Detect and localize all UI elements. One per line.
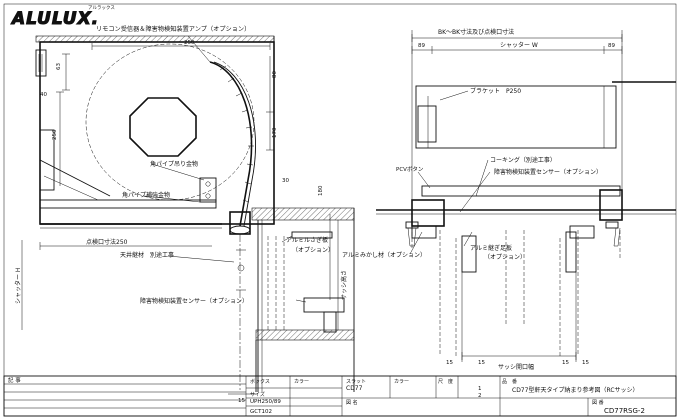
remark-header: 記 事 <box>8 376 21 384</box>
drawing-name-header: 図 名 <box>346 399 358 406</box>
svg-text:30: 30 <box>282 178 289 184</box>
svg-text:（オプション）: （オプション） <box>292 247 334 254</box>
octagon-shaft <box>129 97 197 157</box>
alulux-logo: ALULUX. アルラックス <box>9 5 115 30</box>
svg-text:63: 63 <box>56 63 62 70</box>
drum-box <box>415 85 617 149</box>
wall-header <box>251 207 355 221</box>
slat-header: スラット <box>346 379 366 385</box>
svg-text:アルミルさぎ板: アルミルさぎ板 <box>286 236 328 244</box>
svg-text:アルラックス: アルラックス <box>88 5 115 11</box>
svg-text:180: 180 <box>318 185 324 196</box>
slat-value: CD77 <box>346 385 363 392</box>
svg-text:シャッター H: シャッター H <box>14 268 22 304</box>
amplifier-box <box>35 49 47 77</box>
svg-text:PCVボタン: PCVボタン <box>396 165 424 173</box>
title-block: 記 事 ボックス カラー スラット カラー 尺 度 サイズ CD77 UPH25… <box>3 375 677 417</box>
color-header-2: カラー <box>394 379 409 385</box>
scale-2: 2 <box>478 393 482 399</box>
svg-text:アルミみかし材（オプション）: アルミみかし材（オプション） <box>342 251 426 259</box>
left-section-view: リモコン受信器＆障害物検知装置アンプ（オプション） 250 63 250 40 … <box>14 25 355 404</box>
svg-text:点検口寸法250: 点検口寸法250 <box>86 238 128 246</box>
drawing-number: CD77RSG-2 <box>604 407 645 415</box>
svg-text:15: 15 <box>446 360 453 366</box>
svg-text:アルミ継ぎ足板: アルミ継ぎ足板 <box>470 244 512 252</box>
svg-text:170: 170 <box>272 127 278 138</box>
sill <box>255 329 355 341</box>
scale-1: 1 <box>478 386 482 392</box>
box-header: ボックス <box>250 378 270 385</box>
svg-text:（オプション）: （オプション） <box>484 254 526 261</box>
svg-text:角パイプ吊り金物: 角パイプ吊り金物 <box>150 160 198 168</box>
svg-text:250: 250 <box>52 129 58 140</box>
svg-text:15: 15 <box>582 360 589 366</box>
drawing-name: CD77型軒天タイプ納まり参考図（RCサッシ） <box>512 386 639 394</box>
svg-text:天井継材 別途工事: 天井継材 別途工事 <box>120 251 174 259</box>
svg-text:ALULUX.: ALULUX. <box>10 9 99 29</box>
svg-text:15: 15 <box>562 360 569 366</box>
svg-text:シャッター W: シャッター W <box>500 41 538 49</box>
svg-text:40: 40 <box>40 92 47 98</box>
svg-text:89: 89 <box>608 43 615 49</box>
svg-text:80: 80 <box>272 71 278 78</box>
svg-text:障害物検知装置センサー（オプション）: 障害物検知装置センサー（オプション） <box>494 168 602 176</box>
svg-text:BK～BK寸法及び点検口寸法: BK～BK寸法及び点検口寸法 <box>438 28 514 36</box>
ceiling-slab <box>35 35 275 43</box>
size-header: サイズ <box>250 391 265 398</box>
color-header-1: カラー <box>294 379 309 385</box>
pipe-bracket <box>199 177 217 203</box>
svg-text:15: 15 <box>478 360 485 366</box>
scale-header: 尺 度 <box>438 378 453 385</box>
shutter-curtain <box>209 61 253 227</box>
svg-text:サッシ開口幅: サッシ開口幅 <box>498 363 534 371</box>
svg-text:サッシ高さ: サッシ高さ <box>340 270 348 300</box>
color-value: GCT102 <box>250 409 272 415</box>
svg-text:ブラケット P250: ブラケット P250 <box>470 87 521 95</box>
code-header: 品 番 <box>502 378 517 385</box>
right-section-view: BK～BK寸法及び点検口寸法 シャッター W 89 89 ブラケット P250 … <box>342 28 676 371</box>
pipe-reinforce <box>39 199 217 209</box>
svg-text:15: 15 <box>238 398 245 404</box>
svg-text:障害物検知装置センサー（オプション）: 障害物検知装置センサー（オプション） <box>140 297 248 305</box>
drawing-no-header: 図 番 <box>592 399 604 406</box>
svg-text:リモコン受信器＆障害物検知装置アンプ（オプション）: リモコン受信器＆障害物検知装置アンプ（オプション） <box>96 25 250 33</box>
svg-text:89: 89 <box>418 43 425 49</box>
winding-circle <box>85 43 255 201</box>
svg-text:250: 250 <box>184 40 195 46</box>
box-value: UPH250/89 <box>250 399 281 405</box>
svg-text:コーキング（別途工事）: コーキング（別途工事） <box>490 156 556 164</box>
svg-text:角パイプ補強金物: 角パイプ補強金物 <box>122 191 170 199</box>
